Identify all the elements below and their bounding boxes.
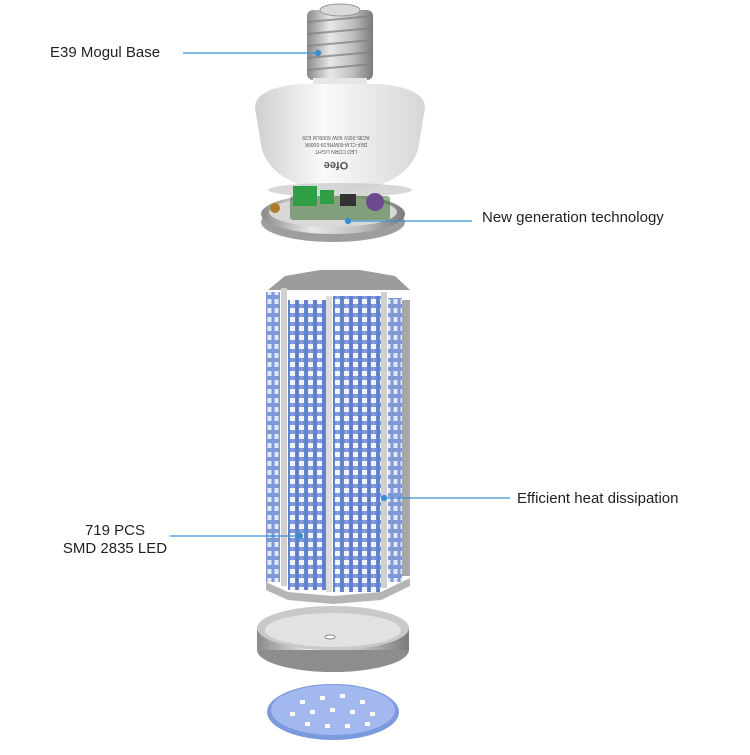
callout-label-heat: Efficient heat dissipation: [517, 490, 679, 507]
callout-dot-base: [314, 49, 322, 57]
callout-label-led-count: 719 PCS: [84, 522, 146, 539]
housing-print-line: LED CORN LIGHT: [315, 148, 357, 154]
housing-brand: Ofee: [324, 159, 348, 171]
bottom-cap: [257, 606, 409, 672]
callout-label-led: 719 PCS SMD 2835 LED: [40, 522, 190, 558]
callout-dot-technology: [344, 217, 352, 225]
bottom-led-disc: [267, 684, 399, 740]
callout-label-technology: New generation technology: [482, 209, 664, 226]
screw-base: [306, 3, 374, 90]
callout-label-base: E39 Mogul Base: [50, 44, 161, 61]
callout-dot-heat: [380, 494, 388, 502]
led-cylinder: [266, 270, 410, 604]
callout-label-led-type: SMD 2835 LED: [62, 540, 168, 557]
driver-board: [261, 186, 405, 242]
callout-dot-led: [296, 532, 304, 540]
housing-print-line: AC85-265V 60W 6000LM E39: [302, 134, 369, 140]
callout-lines: [170, 49, 510, 540]
housing-print-line: DEF-CLM-60WHE39-5000K: [304, 141, 367, 147]
